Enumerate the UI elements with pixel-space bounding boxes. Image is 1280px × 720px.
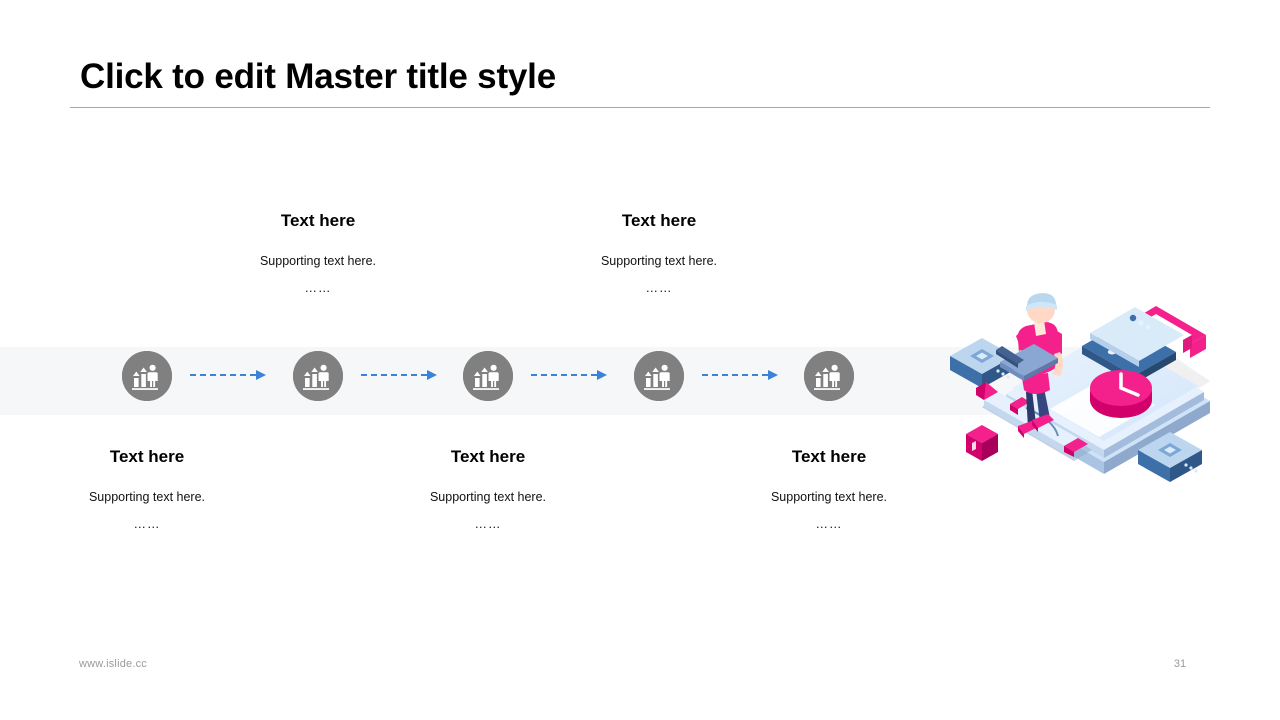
top-text-block-1[interactable]: Text here Supporting text here. …… (198, 211, 438, 295)
block-supporting-text: Supporting text here. (770, 490, 888, 505)
sidebar-item-step-1[interactable] (122, 351, 172, 401)
bottom-text-block-2[interactable]: Text here Supporting text here. …… (368, 447, 608, 531)
block-supporting-text: Supporting text here. (429, 490, 547, 505)
bottom-text-block-3[interactable]: Text here Supporting text here. …… (709, 447, 949, 531)
block-heading: Text here (621, 211, 697, 230)
block-heading: Text here (280, 211, 356, 230)
isometric-person-laptop-book-lock-illustration (940, 278, 1225, 488)
sidebar-item-step-4[interactable] (634, 351, 684, 401)
title-divider (70, 107, 1210, 108)
arrow-head (427, 370, 437, 380)
people-growth-icon (122, 351, 172, 401)
arrow-right-dashed-icon-4 (702, 370, 778, 380)
arrow-head (597, 370, 607, 380)
block-ellipsis: …… (645, 280, 673, 295)
dash-line (361, 374, 427, 376)
dash-line (702, 374, 768, 376)
title-block: Click to edit Master title style (70, 55, 1210, 108)
people-growth-icon (804, 351, 854, 401)
arrow-head (256, 370, 266, 380)
sidebar-item-step-5[interactable] (804, 351, 854, 401)
block-ellipsis: …… (474, 516, 502, 531)
page-title[interactable]: Click to edit Master title style (80, 57, 556, 96)
sidebar-item-step-3[interactable] (463, 351, 513, 401)
page-number: 31 (1173, 658, 1187, 670)
block-ellipsis: …… (815, 516, 843, 531)
top-text-block-2[interactable]: Text here Supporting text here. …… (539, 211, 779, 295)
people-growth-icon (293, 351, 343, 401)
bottom-text-block-1[interactable]: Text here Supporting text here. …… (27, 447, 267, 531)
arrow-right-dashed-icon-3 (531, 370, 607, 380)
block-heading: Text here (109, 447, 185, 466)
block-supporting-text: Supporting text here. (88, 490, 206, 505)
block-supporting-text: Supporting text here. (600, 254, 718, 269)
arrow-right-dashed-icon-1 (190, 370, 266, 380)
dash-line (190, 374, 256, 376)
block-heading: Text here (791, 447, 867, 466)
footer-website-url[interactable]: www.islide.cc (79, 658, 148, 670)
block-heading: Text here (450, 447, 526, 466)
arrow-head (768, 370, 778, 380)
arrow-right-dashed-icon-2 (361, 370, 437, 380)
dash-line (531, 374, 597, 376)
people-growth-icon (463, 351, 513, 401)
process-step-row (0, 347, 1280, 415)
block-ellipsis: …… (133, 516, 161, 531)
block-ellipsis: …… (304, 280, 332, 295)
block-supporting-text: Supporting text here. (259, 254, 377, 269)
people-growth-icon (634, 351, 684, 401)
sidebar-item-step-2[interactable] (293, 351, 343, 401)
